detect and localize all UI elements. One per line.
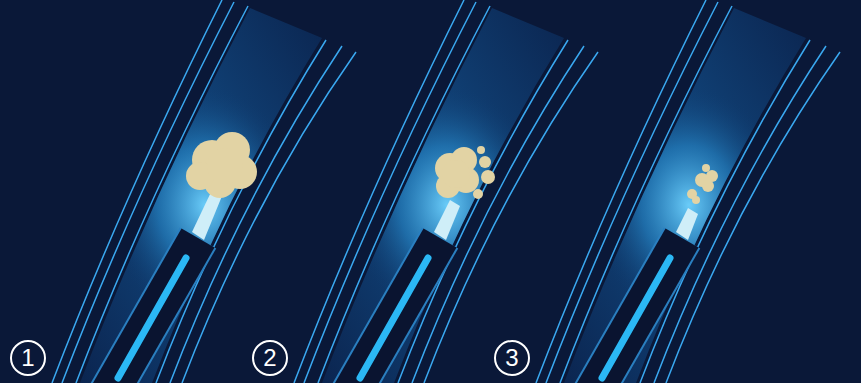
panel-three <box>536 0 840 383</box>
callout-number: 1 <box>10 340 46 376</box>
panel-one <box>52 0 356 383</box>
callout-number: 3 <box>494 340 530 376</box>
plaque <box>186 132 257 198</box>
vessel-with-catheter <box>52 0 356 383</box>
plaque-breaking <box>435 146 495 199</box>
vessel-with-catheter <box>536 0 840 383</box>
panel-two <box>294 0 598 383</box>
catheter-tip <box>434 200 460 240</box>
plaque-fragments <box>687 164 718 204</box>
catheter-tip <box>676 208 698 240</box>
callout-number: 2 <box>252 340 288 376</box>
vessel-with-catheter <box>294 0 598 383</box>
